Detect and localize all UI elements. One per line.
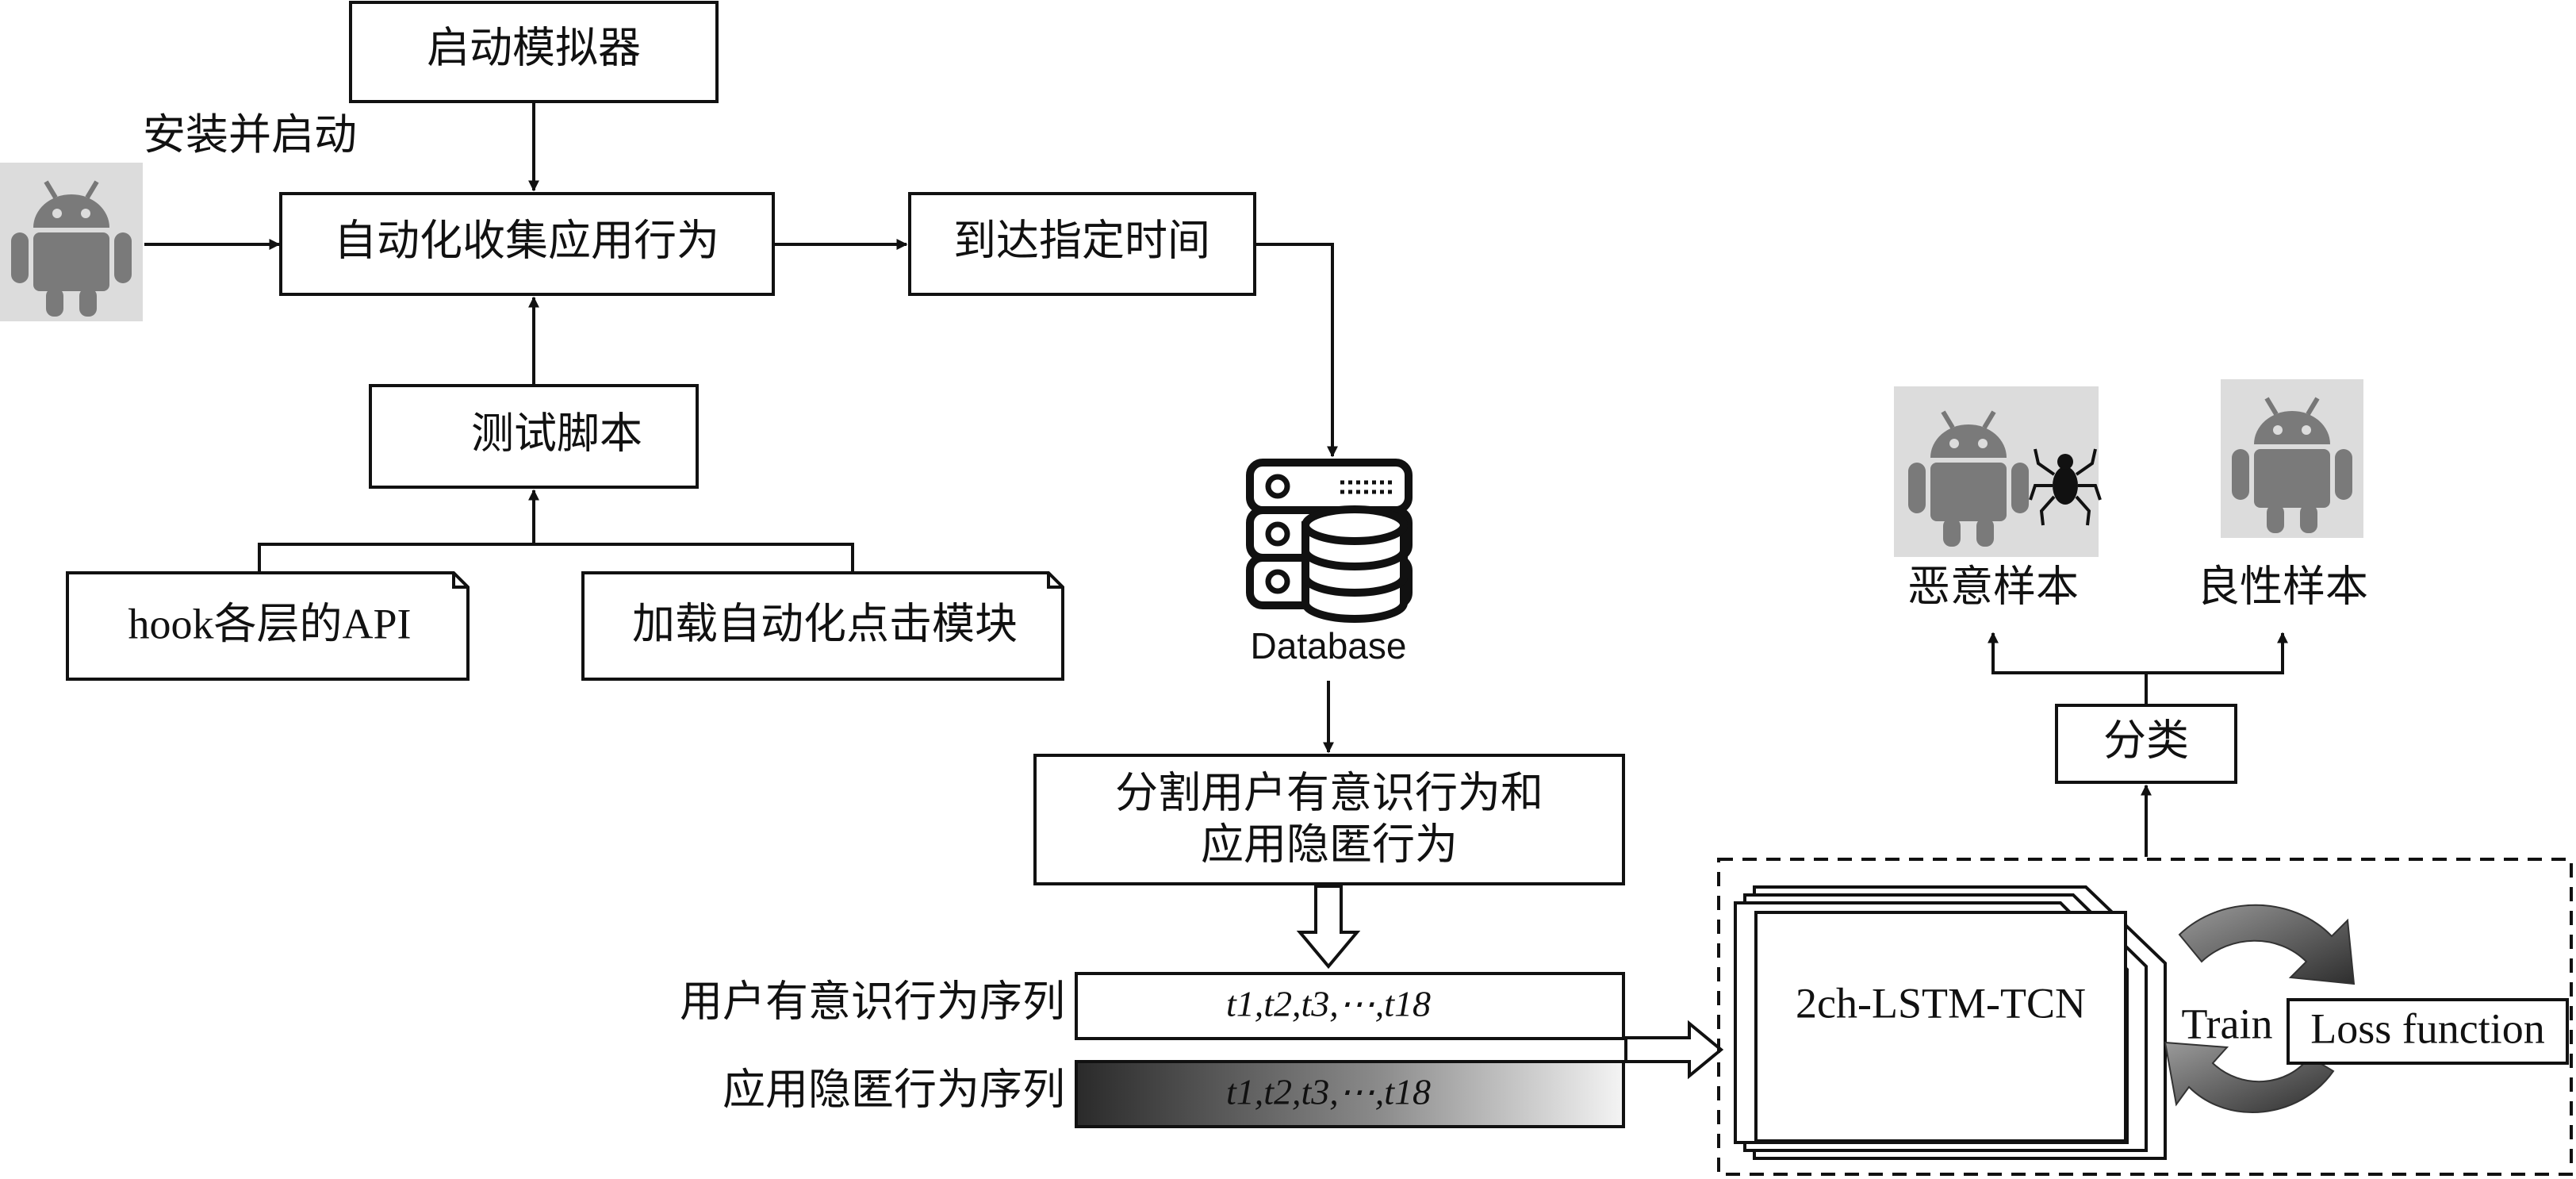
malicious-label: 恶意样本: [1907, 563, 2079, 610]
classify-box: 分类: [2055, 704, 2237, 784]
classify-label: 分类: [2103, 716, 2189, 764]
model-region: [1717, 858, 2573, 1176]
user-seq-bar: t1,t2,t3,⋯,t18: [1075, 972, 1625, 1040]
reach-time-label: 到达指定时间: [953, 217, 1210, 264]
user-seq-text: t1,t2,t3,⋯,t18: [1226, 984, 1431, 1024]
model-stack: 2ch-LSTM-TCN: [1734, 885, 2167, 1160]
hook-api-box: hook各层的API: [66, 571, 470, 681]
seq-to-model-arrow: [1624, 1020, 1724, 1080]
split-label-line2: 应用隐匿行为: [1201, 820, 1458, 868]
app-seq-bar: t1,t2,t3,⋯,t18: [1075, 1060, 1625, 1128]
connector-results: [1991, 668, 2284, 674]
hook-api-label: hook各层的API: [128, 600, 411, 647]
load-click-module-label: 加载自动化点击模块: [632, 600, 1018, 647]
start-emulator-label: 启动模拟器: [427, 24, 641, 71]
bug-icon: [2029, 448, 2102, 526]
loss-function-label: Loss function: [2310, 1004, 2544, 1052]
start-emulator-box: 启动模拟器: [349, 1, 719, 103]
database-server-icon: [1246, 459, 1413, 623]
install-launch-label: 安装并启动: [143, 111, 357, 159]
cycle-arrow-icon: [2178, 904, 2356, 985]
cycle-arrow-icon: [2164, 1041, 2335, 1114]
test-script-label: 测试脚本: [471, 409, 642, 457]
load-click-module-box: 加载自动化点击模块: [581, 571, 1064, 681]
train-label: Train: [2181, 1000, 2272, 1047]
benign-label: 良性样本: [2197, 563, 2368, 610]
malicious-sample-icon: [1894, 386, 2102, 557]
android-robot-icon: [0, 163, 143, 321]
split-behavior-box: 分割用户有意识行为和 应用隐匿行为: [1033, 754, 1625, 885]
split-label-line1: 分割用户有意识行为和: [1115, 769, 1543, 816]
arrow-time-to-database: [1255, 243, 1338, 458]
loss-function-box: Loss function: [2287, 998, 2569, 1065]
app-seq-text: t1,t2,t3,⋯,t18: [1226, 1072, 1431, 1112]
app-seq-label: 应用隐匿行为序列: [723, 1066, 1065, 1113]
auto-collect-label: 自动化收集应用行为: [334, 217, 719, 264]
connector-modules: [258, 543, 854, 571]
benign-sample-icon: [2221, 379, 2363, 538]
test-script-box: 测试脚本: [369, 384, 699, 489]
database-label: Database: [1251, 625, 1407, 666]
user-seq-label: 用户有意识行为序列: [680, 977, 1065, 1025]
reach-time-box: 到达指定时间: [908, 192, 1256, 296]
split-down-arrow: [1296, 885, 1361, 970]
model-label: 2ch-LSTM-TCN: [1796, 979, 2086, 1027]
auto-collect-box: 自动化收集应用行为: [279, 192, 775, 296]
